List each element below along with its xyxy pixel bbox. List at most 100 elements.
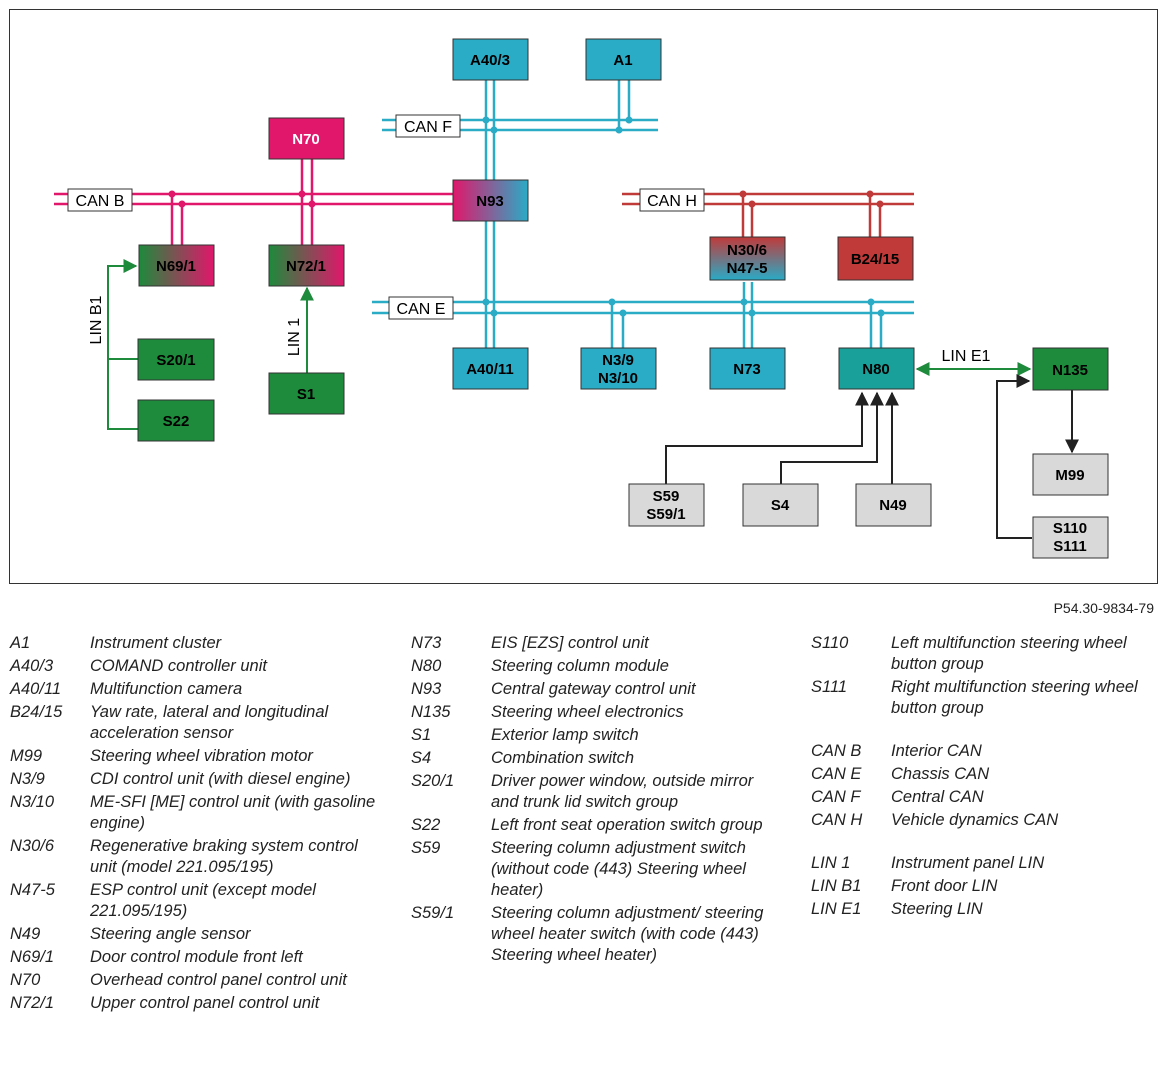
svg-text:CAN F: CAN F [404, 119, 452, 136]
diagram-canvas: CAN F CAN B CAN H CAN E LIN B1 LIN 1 LIN… [54, 38, 1109, 559]
svg-text:S59: S59 [653, 488, 680, 505]
svg-text:N72/1: N72/1 [286, 258, 326, 275]
svg-text:S110: S110 [1053, 520, 1087, 537]
svg-text:N135: N135 [1052, 362, 1088, 379]
module-s20-1: S20/1 [137, 338, 215, 381]
svg-text:S20/1: S20/1 [156, 352, 195, 369]
lin-wiring [107, 259, 1032, 430]
module-a40-11: A40/11 [452, 347, 529, 390]
svg-text:N80: N80 [862, 361, 890, 378]
lin-e1-label: LIN E1 [942, 348, 991, 365]
bus-labels: CAN F CAN B CAN H CAN E [67, 114, 705, 320]
svg-text:S59/1: S59/1 [646, 506, 685, 523]
module-n69-1: N69/1 [138, 244, 215, 287]
can-e-bus [372, 300, 914, 315]
network-diagram: CAN F CAN B CAN H CAN E LIN B1 LIN 1 LIN… [9, 9, 1158, 584]
svg-text:S4: S4 [771, 497, 790, 514]
module-s4: S4 [742, 483, 819, 527]
svg-text:N49: N49 [879, 497, 907, 514]
svg-text:CAN B: CAN B [76, 193, 125, 210]
module-s22: S22 [137, 399, 215, 442]
svg-text:CAN E: CAN E [397, 301, 446, 318]
svg-text:N70: N70 [292, 131, 320, 148]
svg-text:M99: M99 [1055, 467, 1084, 484]
module-s110: S110 S111 [1032, 516, 1109, 559]
svg-text:N73: N73 [733, 361, 761, 378]
figure-reference: P54.30-9834-79 [1053, 600, 1154, 616]
svg-text:N30/6: N30/6 [727, 242, 767, 259]
signal-wiring [665, 374, 1079, 539]
module-n30-6: N30/6 N47-5 [709, 236, 786, 281]
svg-text:A40/3: A40/3 [470, 52, 510, 69]
svg-text:A40/11: A40/11 [466, 361, 514, 378]
module-n72-1: N72/1 [268, 244, 345, 287]
lin-1-label: LIN 1 [286, 318, 303, 356]
module-a40-3: A40/3 [452, 38, 529, 81]
can-h-label: CAN H [639, 188, 705, 212]
can-b-label: CAN B [67, 188, 133, 212]
module-s59: S59 S59/1 [628, 483, 705, 527]
module-a1: A1 [585, 38, 662, 81]
module-n73: N73 [709, 347, 786, 390]
svg-text:N69/1: N69/1 [156, 258, 196, 275]
module-n93: N93 [452, 179, 529, 222]
svg-text:S22: S22 [163, 413, 190, 430]
module-m99: M99 [1032, 453, 1109, 496]
svg-text:N3/10: N3/10 [598, 370, 638, 387]
svg-text:N3/9: N3/9 [602, 352, 634, 369]
can-e-label: CAN E [388, 296, 454, 320]
svg-text:A1: A1 [613, 52, 632, 69]
svg-text:S111: S111 [1053, 538, 1086, 555]
svg-text:B24/15: B24/15 [851, 251, 899, 268]
svg-text:N47-5: N47-5 [727, 260, 768, 277]
module-n135: N135 [1032, 347, 1109, 391]
svg-text:CAN H: CAN H [647, 193, 697, 210]
module-n80: N80 [838, 347, 915, 390]
module-s1: S1 [268, 372, 345, 415]
module-b24-15: B24/15 [837, 236, 914, 281]
module-n49: N49 [855, 483, 932, 527]
lin-b1-label: LIN B1 [88, 295, 105, 344]
svg-text:S1: S1 [297, 386, 315, 403]
module-n70: N70 [268, 117, 345, 160]
can-f-label: CAN F [395, 114, 461, 138]
junction-dots [168, 116, 885, 317]
svg-text:N93: N93 [476, 193, 504, 210]
module-n3-9: N3/9 N3/10 [580, 347, 657, 390]
